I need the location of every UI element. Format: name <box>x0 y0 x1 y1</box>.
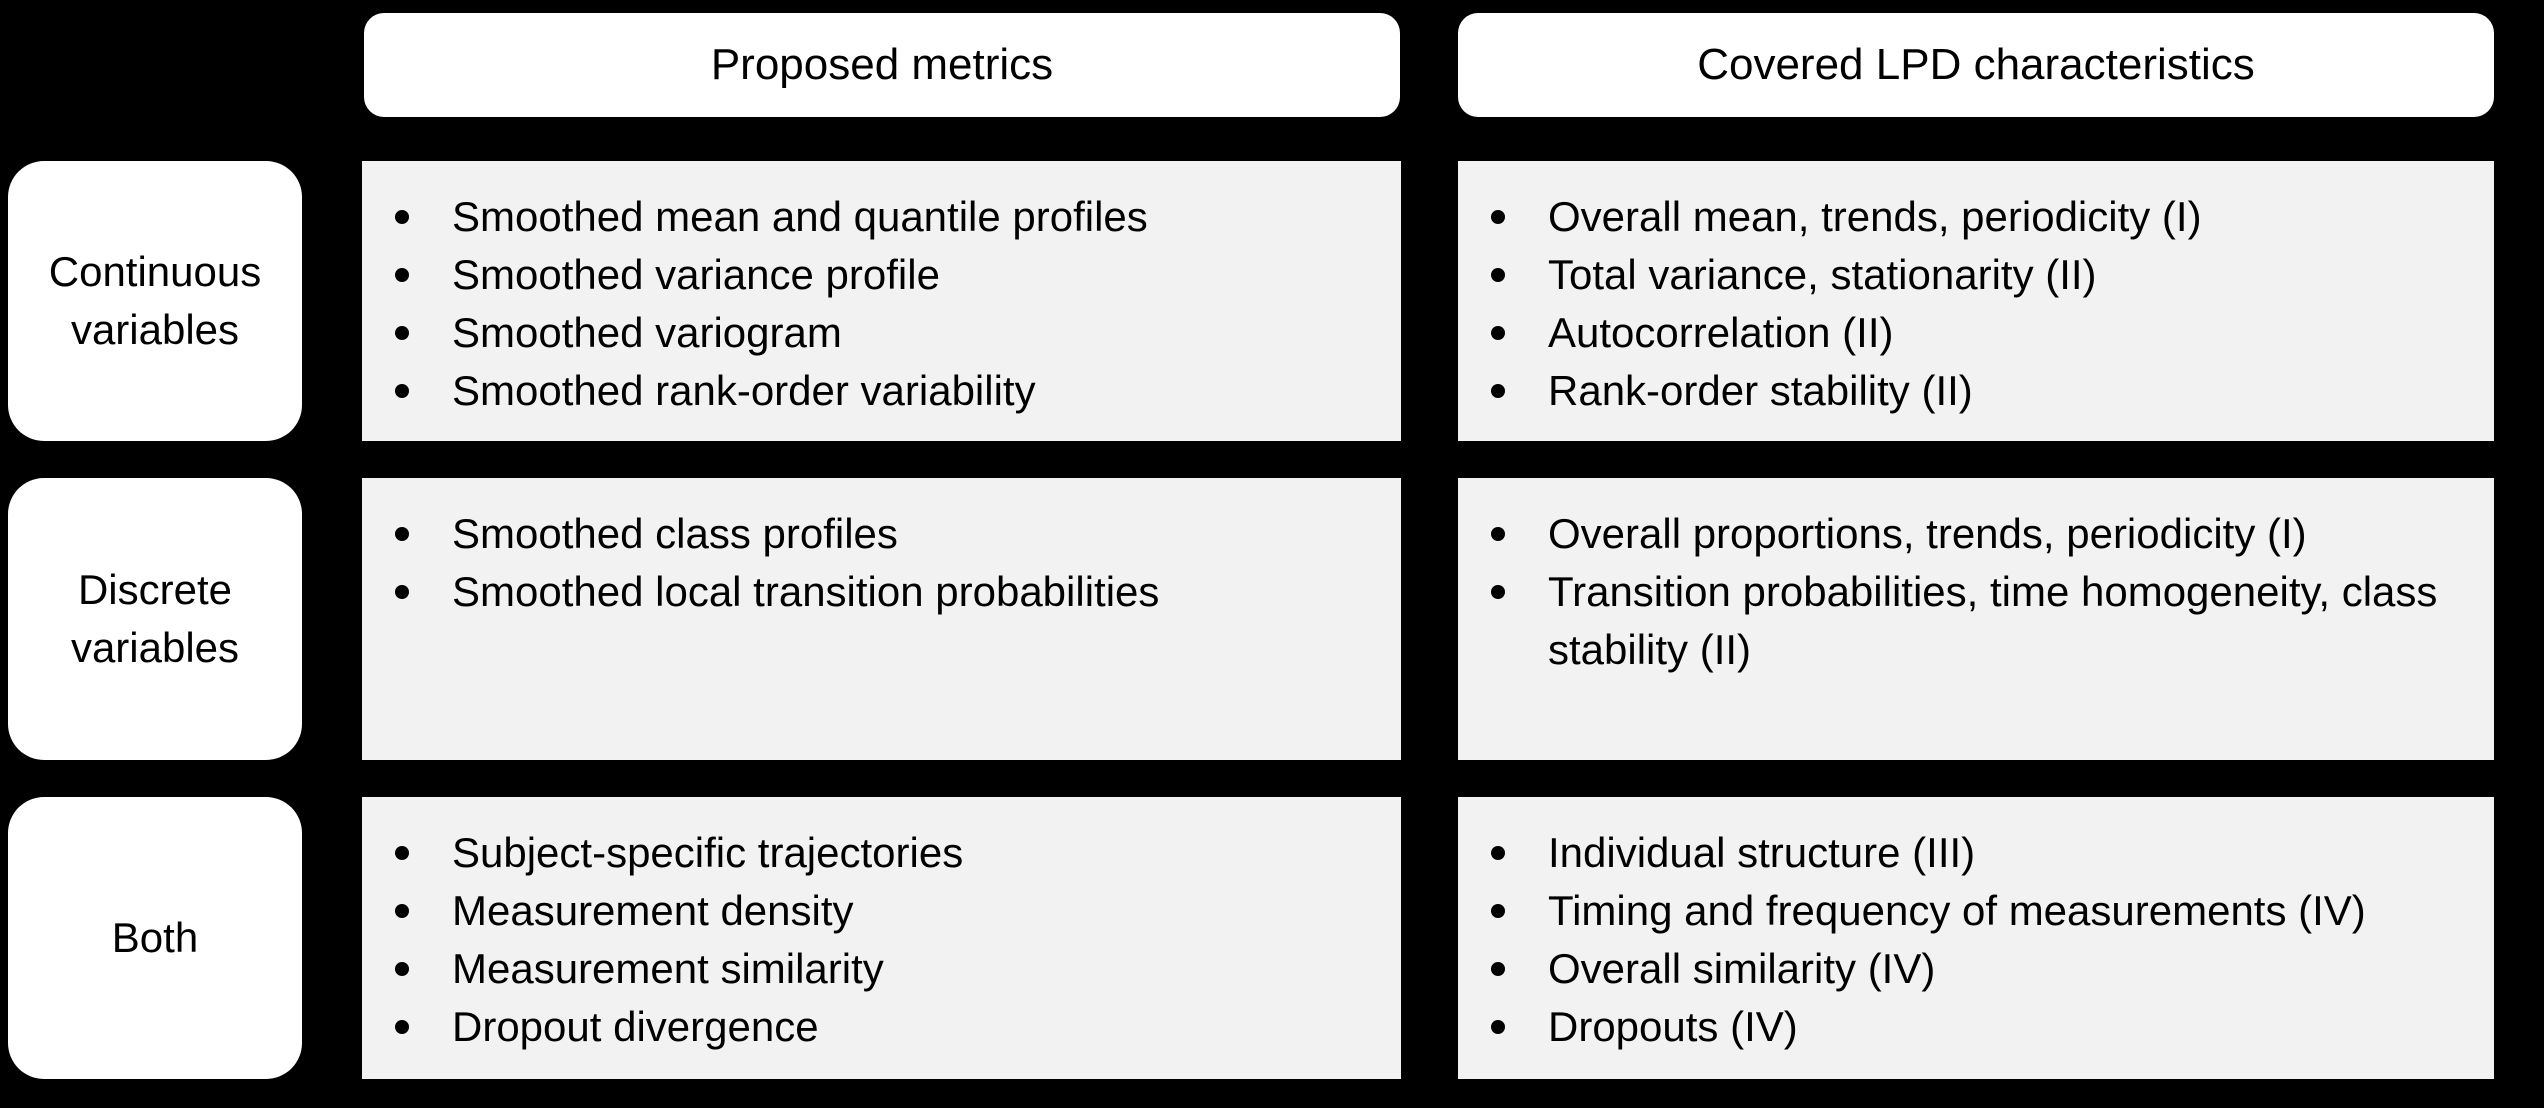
cell-discrete-metrics: Smoothed class profiles Smoothed local t… <box>362 478 1401 760</box>
list-item: Transition probabilities, time homogenei… <box>1458 563 2464 679</box>
row-label-text: Both <box>111 914 199 961</box>
list-item: Rank-order stability (II) <box>1458 362 2464 420</box>
list-item: Individual structure (III) <box>1458 824 2464 882</box>
list-item: Total variance, stationarity (II) <box>1458 246 2464 304</box>
cell-continuous-metrics: Smoothed mean and quantile profiles Smoo… <box>362 161 1401 441</box>
cell-both-metrics: Subject-specific trajectories Measuremen… <box>362 797 1401 1079</box>
list-item: Overall mean, trends, periodicity (I) <box>1458 188 2464 246</box>
list-item: Dropout divergence <box>362 998 1371 1056</box>
cell-continuous-characteristics: Overall mean, trends, periodicity (I) To… <box>1458 161 2494 441</box>
list-item: Overall similarity (IV) <box>1458 940 2464 998</box>
column-header-label: Proposed metrics <box>710 40 1054 89</box>
list-item: Dropouts (IV) <box>1458 998 2464 1056</box>
row-label-text: Discrete variables <box>70 566 240 671</box>
list-item: Subject-specific trajectories <box>362 824 1371 882</box>
bullet-list: Overall mean, trends, periodicity (I) To… <box>1458 161 2494 420</box>
list-item: Smoothed variogram <box>362 304 1371 362</box>
list-item: Smoothed rank-order variability <box>362 362 1371 420</box>
row-label-discrete-variables: Discrete variables <box>8 478 302 760</box>
bullet-list: Smoothed class profiles Smoothed local t… <box>362 478 1401 621</box>
list-item: Overall proportions, trends, periodicity… <box>1458 505 2464 563</box>
bullet-list: Subject-specific trajectories Measuremen… <box>362 797 1401 1056</box>
list-item: Measurement similarity <box>362 940 1371 998</box>
row-label-both: Both <box>8 797 302 1079</box>
list-item: Timing and frequency of measurements (IV… <box>1458 882 2464 940</box>
list-item: Smoothed class profiles <box>362 505 1371 563</box>
row-label-text: Continuous variables <box>48 248 262 353</box>
list-item: Smoothed local transition probabilities <box>362 563 1371 621</box>
bullet-list: Smoothed mean and quantile profiles Smoo… <box>362 161 1401 420</box>
cell-both-characteristics: Individual structure (III) Timing and fr… <box>1458 797 2494 1079</box>
list-item: Smoothed variance profile <box>362 246 1371 304</box>
row-label-continuous-variables: Continuous variables <box>8 161 302 441</box>
column-header-label: Covered LPD characteristics <box>1697 40 2255 89</box>
list-item: Autocorrelation (II) <box>1458 304 2464 362</box>
column-header-covered-lpd-characteristics: Covered LPD characteristics <box>1458 13 2494 117</box>
list-item: Measurement density <box>362 882 1371 940</box>
bullet-list: Individual structure (III) Timing and fr… <box>1458 797 2494 1056</box>
list-item: Smoothed mean and quantile profiles <box>362 188 1371 246</box>
bullet-list: Overall proportions, trends, periodicity… <box>1458 478 2494 679</box>
column-header-proposed-metrics: Proposed metrics <box>364 13 1400 117</box>
cell-discrete-characteristics: Overall proportions, trends, periodicity… <box>1458 478 2494 760</box>
